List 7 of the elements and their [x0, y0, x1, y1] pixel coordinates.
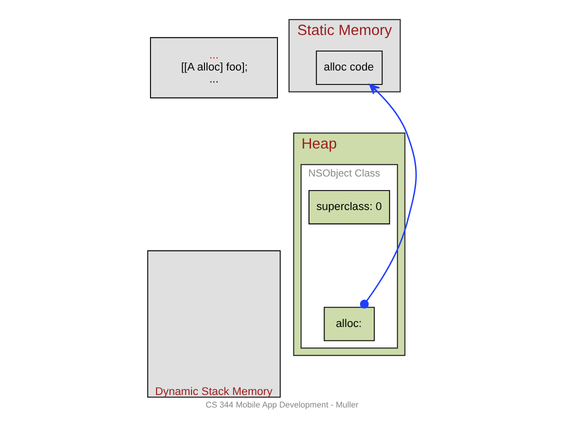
node-box: superclass: 0: [308, 190, 390, 224]
node-box: alloc:: [323, 306, 374, 342]
arrow: [359, 84, 416, 308]
node-box: Dynamic Stack Memory: [146, 250, 280, 398]
caption: CS 344 Mobile App Development - Muller: [205, 400, 358, 410]
node-box: alloc code: [315, 50, 382, 85]
node-box: ... [[A alloc] foo]; ...: [150, 37, 278, 98]
